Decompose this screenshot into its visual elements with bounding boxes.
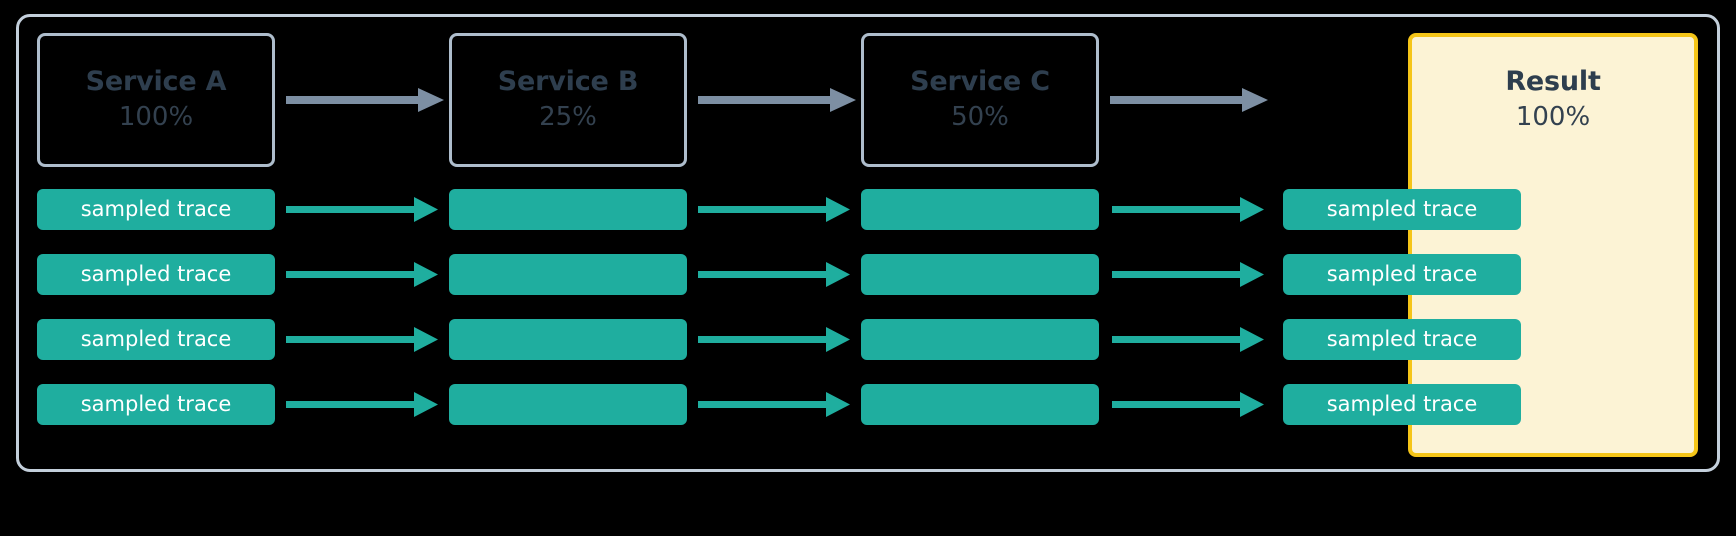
- service-c-name: Service C: [910, 65, 1050, 97]
- service-b-percent: 25%: [539, 101, 597, 132]
- trace-row[interactable]: sampled trace: [37, 189, 275, 230]
- trace-row[interactable]: sampled trace: [1283, 384, 1521, 425]
- service-box-service-b[interactable]: Service B 25%: [449, 33, 687, 167]
- header-arrow-service-a-to-service-b: [286, 88, 444, 112]
- trace-row[interactable]: [449, 254, 687, 295]
- service-a-percent: 100%: [118, 101, 194, 132]
- trace-label: sampled trace: [80, 327, 232, 351]
- service-box-service-c[interactable]: Service C 50%: [861, 33, 1099, 167]
- trace-label: sampled trace: [80, 262, 232, 286]
- trace-row[interactable]: sampled trace: [37, 254, 275, 295]
- header-arrow-service-c-to-result: [1110, 88, 1268, 112]
- trace-label: sampled trace: [1326, 327, 1478, 351]
- trace-row[interactable]: [861, 189, 1099, 230]
- trace-row[interactable]: sampled trace: [1283, 254, 1521, 295]
- trace-arrow-service-c-to-result: [1112, 262, 1264, 287]
- trace-row[interactable]: [449, 384, 687, 425]
- trace-row[interactable]: [449, 189, 687, 230]
- trace-arrow-service-b-to-service-c: [698, 392, 850, 417]
- trace-arrow-service-b-to-service-c: [698, 327, 850, 352]
- trace-label: sampled trace: [80, 392, 232, 416]
- trace-arrow-service-b-to-service-c: [698, 197, 850, 222]
- trace-arrow-service-a-to-service-b: [286, 392, 438, 417]
- trace-arrow-service-b-to-service-c: [698, 262, 850, 287]
- trace-row[interactable]: sampled trace: [1283, 319, 1521, 360]
- trace-row[interactable]: sampled trace: [37, 319, 275, 360]
- trace-row[interactable]: [861, 254, 1099, 295]
- trace-arrow-service-c-to-result: [1112, 392, 1264, 417]
- service-box-service-a[interactable]: Service A 100%: [37, 33, 275, 167]
- trace-arrow-service-a-to-service-b: [286, 197, 438, 222]
- trace-row[interactable]: sampled trace: [37, 384, 275, 425]
- trace-arrow-service-a-to-service-b: [286, 262, 438, 287]
- diagram-outer-frame: [16, 14, 1720, 472]
- trace-label: sampled trace: [1326, 197, 1478, 221]
- trace-row[interactable]: [449, 319, 687, 360]
- trace-row[interactable]: [861, 319, 1099, 360]
- trace-row[interactable]: sampled trace: [1283, 189, 1521, 230]
- trace-label: sampled trace: [1326, 392, 1478, 416]
- service-b-name: Service B: [497, 65, 639, 97]
- trace-row[interactable]: [861, 384, 1099, 425]
- service-a-name: Service A: [85, 65, 227, 97]
- trace-arrow-service-c-to-result: [1112, 197, 1264, 222]
- header-arrow-service-b-to-service-c: [698, 88, 856, 112]
- trace-label: sampled trace: [1326, 262, 1478, 286]
- trace-label: sampled trace: [80, 197, 232, 221]
- service-c-percent: 50%: [951, 101, 1009, 132]
- trace-arrow-service-c-to-result: [1112, 327, 1264, 352]
- trace-arrow-service-a-to-service-b: [286, 327, 438, 352]
